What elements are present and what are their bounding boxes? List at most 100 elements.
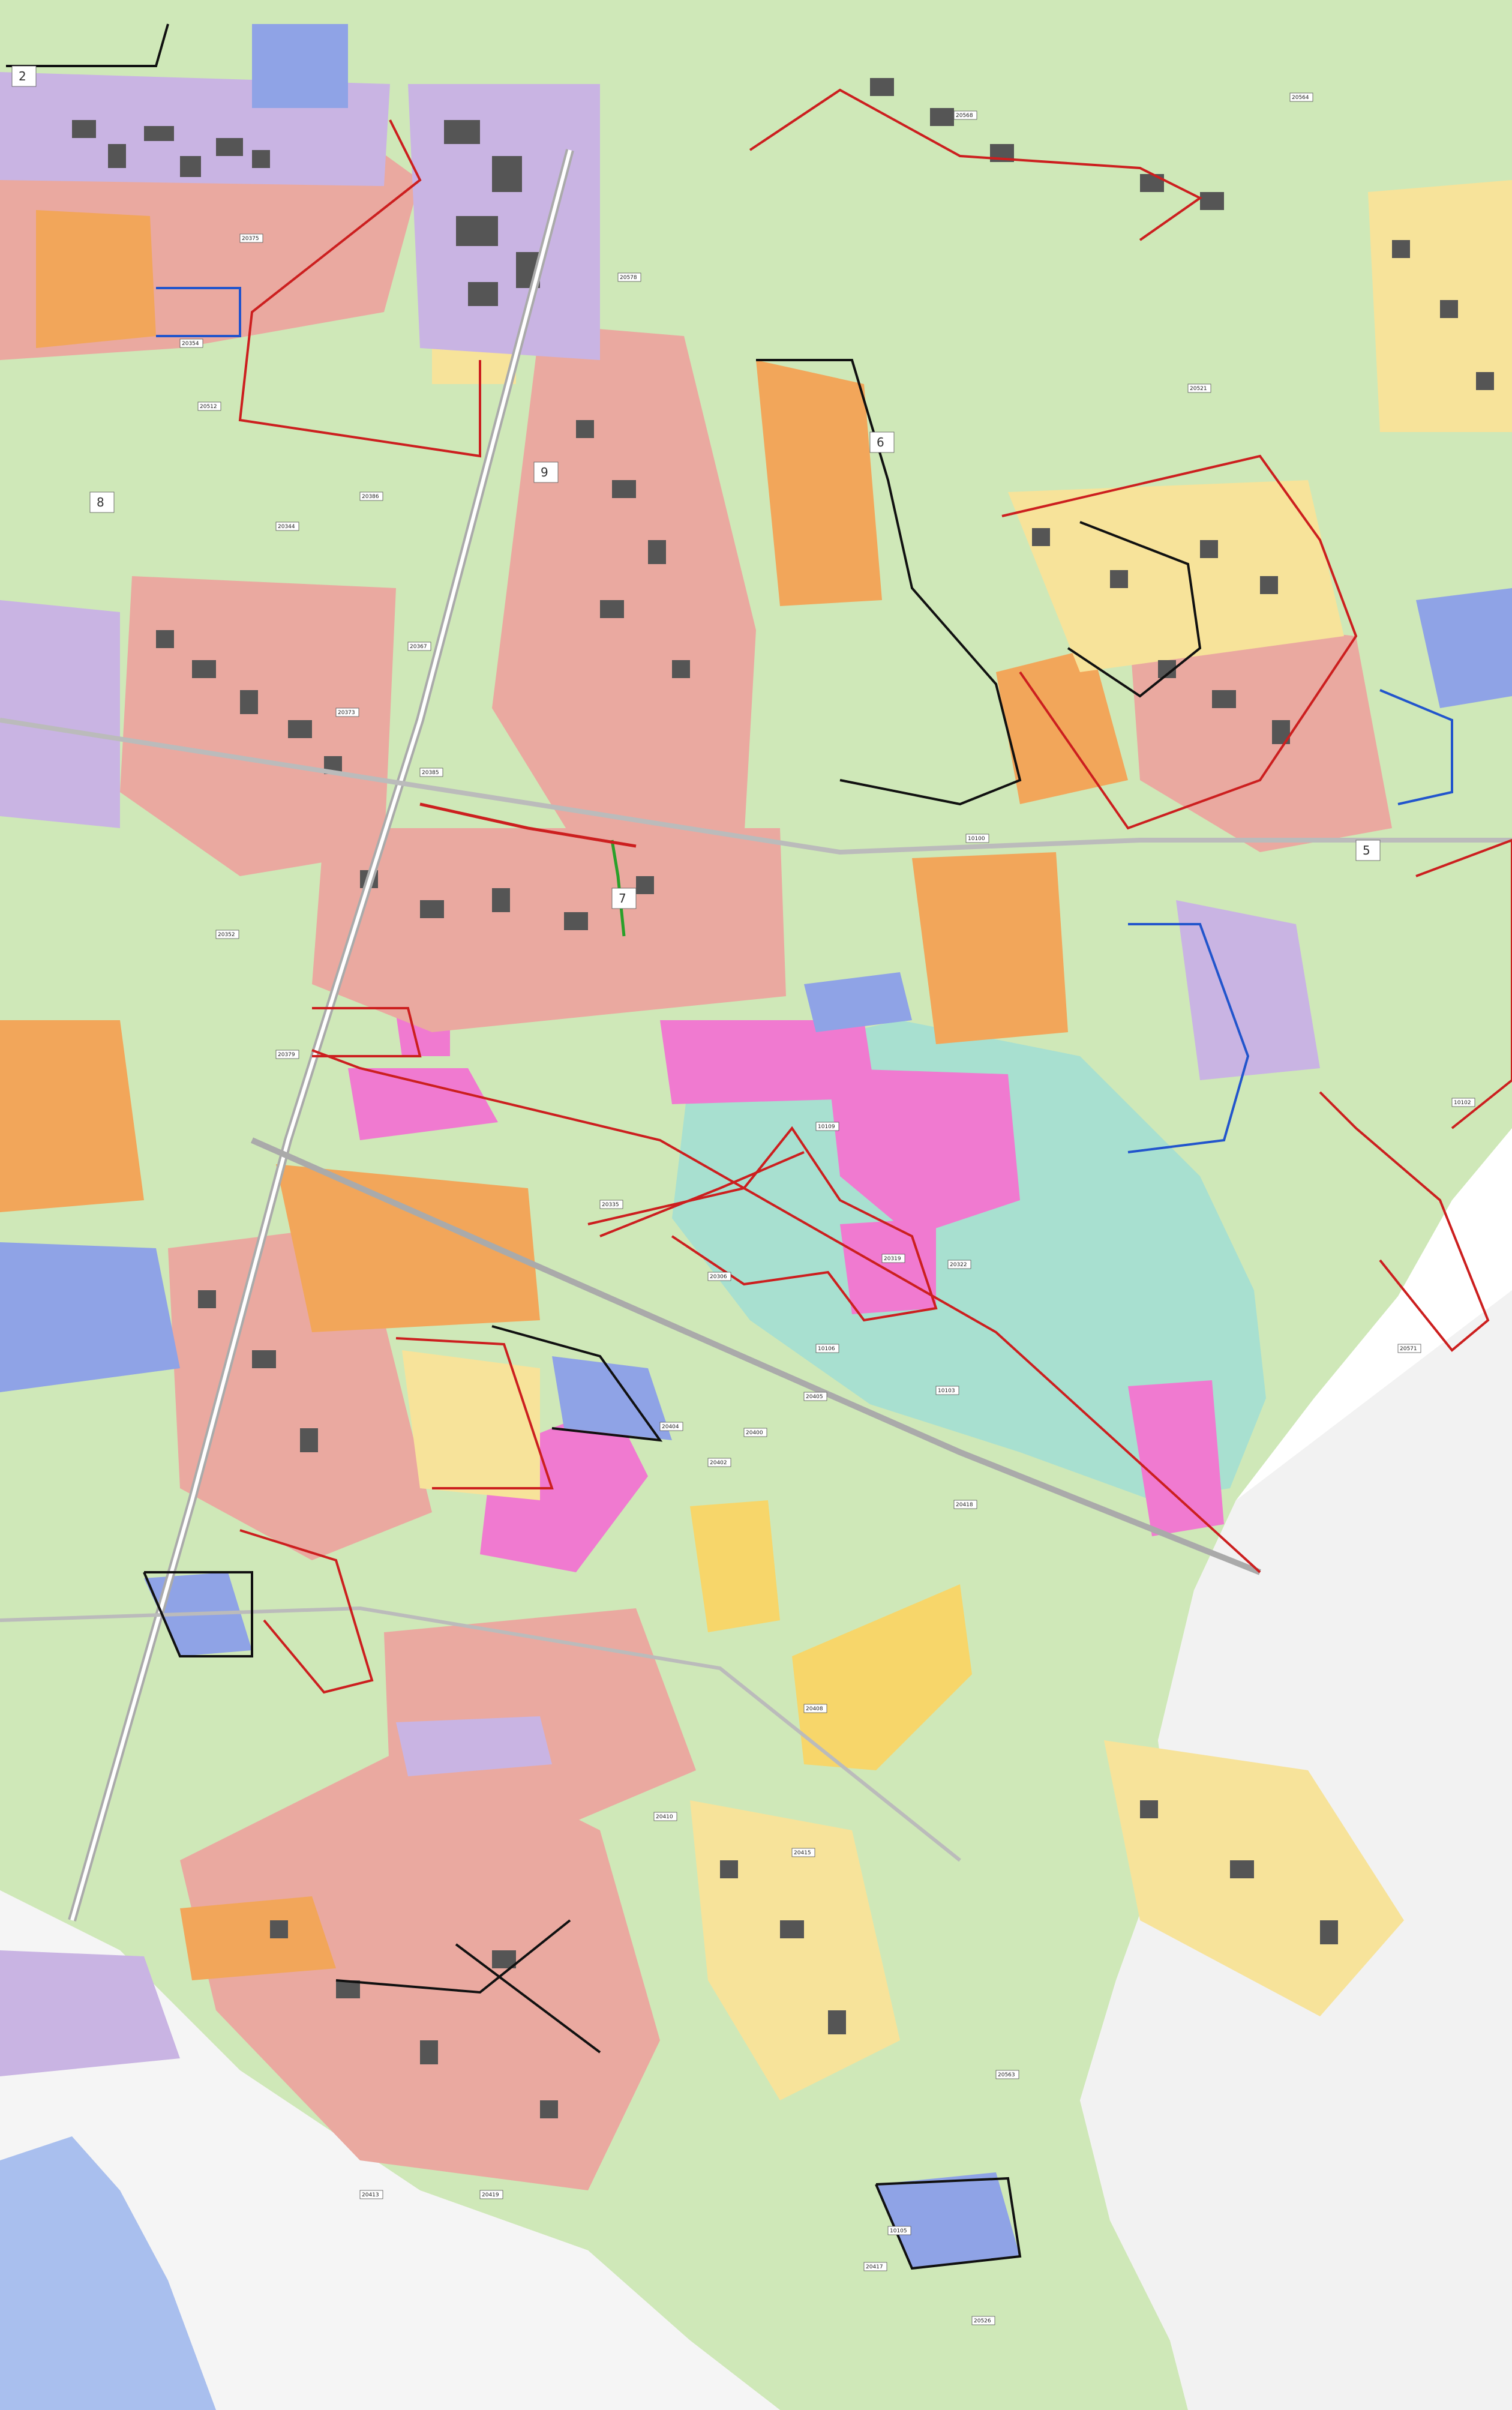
zone-code-label: 20404 bbox=[662, 1424, 679, 1430]
industrial-zone-east bbox=[1176, 900, 1320, 1080]
zone-code-label: 20306 bbox=[710, 1274, 727, 1280]
zone-code-label: 10106 bbox=[818, 1346, 835, 1352]
residential-zone-central-south bbox=[312, 828, 786, 1032]
zone-code-box bbox=[197, 401, 221, 411]
planned-road-green bbox=[610, 840, 626, 937]
service-zone-west bbox=[0, 1242, 180, 1392]
zone-code-box bbox=[617, 272, 641, 282]
zone-code-box bbox=[707, 1458, 731, 1467]
zone-code-box bbox=[179, 338, 203, 348]
district-number-labels: 2 9 7 5 6 8 bbox=[11, 65, 1381, 909]
industrial-zone-south-west bbox=[0, 1950, 180, 2076]
service-zone-central bbox=[552, 1356, 672, 1440]
zone-code-label: 20400 bbox=[746, 1430, 763, 1436]
service-zone-far-east bbox=[1416, 588, 1512, 708]
zone-code-label: 20373 bbox=[338, 710, 355, 716]
zone-code-box bbox=[971, 2316, 995, 2325]
zone-code-label: 20408 bbox=[806, 1706, 823, 1712]
residential-zone-central bbox=[492, 324, 756, 864]
zone-code-box bbox=[953, 110, 977, 120]
zone-code-label: 20354 bbox=[182, 341, 199, 347]
zone-code-box bbox=[953, 1500, 977, 1509]
zone-code-label: 20521 bbox=[1190, 386, 1207, 392]
zone-code-label: 20402 bbox=[710, 1460, 727, 1466]
zone-code-box bbox=[1187, 383, 1211, 393]
zone-code-label: 20419 bbox=[482, 2192, 499, 2198]
zone-code-box bbox=[815, 1122, 839, 1131]
zone-code-box bbox=[743, 1428, 767, 1437]
residential-yellow-large-3 bbox=[402, 1350, 540, 1500]
zone-code-box bbox=[275, 1050, 299, 1059]
zone-code-label: 10109 bbox=[818, 1124, 835, 1130]
special-zone-5 bbox=[1128, 1380, 1224, 1536]
zone-code-box bbox=[863, 2262, 887, 2271]
industrial-zone-north-2 bbox=[408, 84, 600, 360]
infrastructure-lines bbox=[0, 149, 1512, 1922]
zone-code-box bbox=[239, 233, 263, 243]
zone-code-label: 10102 bbox=[1454, 1100, 1471, 1106]
zone-code-box bbox=[359, 2190, 383, 2199]
zone-code-label: 20410 bbox=[656, 1814, 673, 1820]
zone-code-label: 20385 bbox=[422, 770, 439, 776]
special-zone-4 bbox=[348, 1068, 498, 1140]
zone-code-label: 20415 bbox=[794, 1850, 811, 1856]
service-zone-south bbox=[876, 2172, 1020, 2268]
building-footprints bbox=[72, 78, 1494, 2118]
zone-code-box bbox=[815, 1344, 839, 1353]
service-zone-east bbox=[804, 972, 912, 1032]
planning-boundaries-blue bbox=[156, 287, 1453, 1153]
residential-yellow-large-2 bbox=[690, 1500, 780, 1632]
zone-code-label: 10103 bbox=[938, 1388, 955, 1394]
zone-code-label: 20417 bbox=[866, 2264, 883, 2270]
zone-code-box bbox=[1397, 1344, 1421, 1353]
zone-code-box bbox=[881, 1254, 905, 1263]
zone-code-label: 20563 bbox=[998, 2072, 1015, 2078]
planning-boundaries-red bbox=[238, 88, 1512, 1694]
outer-municipality-area-bottom bbox=[0, 1890, 780, 2410]
zone-code-box bbox=[995, 2070, 1019, 2079]
zone-code-label: 20413 bbox=[362, 2192, 379, 2198]
zone-code-box bbox=[335, 708, 359, 717]
zone-code-label: 20386 bbox=[362, 494, 379, 500]
special-zone-1 bbox=[660, 1020, 876, 1104]
residential-orange-3 bbox=[912, 852, 1068, 1044]
zone-code-box bbox=[965, 834, 989, 843]
planned-road-red bbox=[419, 802, 637, 848]
service-zone-north bbox=[252, 24, 348, 108]
zone-code-box bbox=[407, 642, 431, 651]
zone-code-label: 10100 bbox=[968, 836, 985, 842]
zone-code-box bbox=[599, 1200, 623, 1209]
zone-code-label: 20352 bbox=[218, 932, 235, 938]
zone-code-box bbox=[707, 1272, 731, 1281]
zone-code-box bbox=[935, 1386, 959, 1395]
residential-orange-5 bbox=[0, 1020, 144, 1212]
special-zone-2 bbox=[828, 1068, 1020, 1236]
zone-code-label: 20568 bbox=[956, 113, 973, 119]
zone-code-label: 20319 bbox=[884, 1256, 901, 1262]
district-number: 9 bbox=[541, 465, 548, 479]
zone-code-box bbox=[887, 2226, 911, 2235]
zone-code-box bbox=[215, 930, 239, 939]
zone-code-label: 20564 bbox=[1292, 95, 1309, 101]
zone-code-box bbox=[479, 2190, 503, 2199]
zone-code-label: 20335 bbox=[602, 1202, 619, 1208]
residential-orange-4 bbox=[276, 1164, 540, 1332]
zone-code-label: 20512 bbox=[200, 404, 217, 410]
zone-code-box bbox=[659, 1422, 683, 1431]
zone-code-box bbox=[947, 1260, 971, 1269]
residential-yellow-east bbox=[1008, 480, 1344, 672]
zone-code-box bbox=[1451, 1098, 1475, 1107]
district-number: 7 bbox=[619, 891, 626, 906]
district-number: 8 bbox=[97, 495, 104, 509]
zone-code-label: 20418 bbox=[956, 1502, 973, 1508]
residential-orange-7 bbox=[180, 1896, 336, 1980]
zone-code-box bbox=[1289, 92, 1313, 102]
zone-code-label: 20344 bbox=[278, 524, 295, 530]
residential-orange-6 bbox=[36, 210, 156, 348]
district-number: 5 bbox=[1363, 843, 1370, 858]
residential-yellow-large-1 bbox=[792, 1584, 972, 1770]
zone-code-label: 20322 bbox=[950, 1262, 967, 1268]
planning-boundaries-black bbox=[6, 23, 1202, 2270]
special-zone-3 bbox=[840, 1218, 936, 1314]
